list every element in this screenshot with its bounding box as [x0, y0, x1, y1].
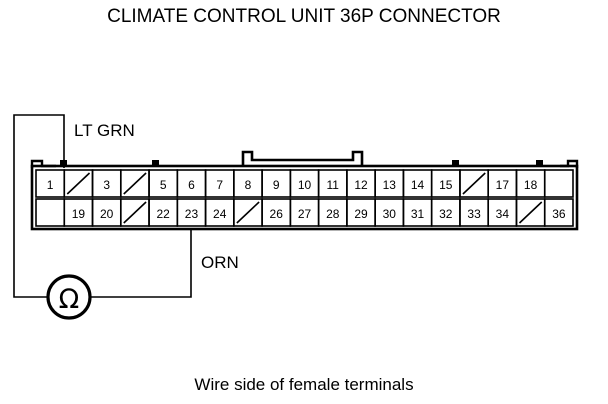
pin-cell-spacer: [543, 169, 574, 198]
pin-number: 26: [270, 207, 284, 221]
wire-lt-grn-path: [13, 114, 65, 298]
tab-small-2: [152, 160, 159, 167]
connector-body-outline: [30, 164, 579, 231]
unused-cavity-slash: [236, 201, 260, 224]
pin-number: 24: [213, 207, 227, 221]
pin-number: 10: [298, 178, 312, 192]
pin-number: 3: [103, 178, 110, 192]
unused-cavity-slash: [123, 172, 147, 195]
pin-number: 31: [411, 207, 425, 221]
tab-small-3: [452, 160, 459, 167]
pin-number: 12: [354, 178, 368, 192]
wire-lt-grn: [13, 114, 65, 298]
unused-cavity-slash: [518, 201, 543, 224]
unused-cavity-slash: [462, 172, 486, 195]
pin-number: 28: [326, 207, 340, 221]
bottom-row: 19 20 22 23 24 26 27 28 29 30 31 32 33 34 36: [35, 198, 574, 227]
pin-number: 34: [496, 207, 510, 221]
pin-number: 33: [467, 207, 481, 221]
pin-number: 32: [439, 207, 453, 221]
ohmmeter-circle: [46, 274, 92, 320]
pin-cell: [543, 198, 574, 227]
pin-number: 13: [383, 178, 397, 192]
pin-number: 11: [327, 178, 340, 192]
unused-cavity-slash: [123, 201, 147, 224]
wire-orn: [90, 228, 192, 298]
pin-number: 1: [47, 178, 54, 192]
pin-cell-spacer: [35, 198, 66, 227]
pin-number: 36: [552, 207, 566, 221]
pin-number: 5: [160, 178, 167, 192]
center-lock-bracket: [241, 150, 364, 166]
pin-number: 8: [245, 178, 252, 192]
pin-number: 30: [383, 207, 397, 221]
pin-number: 17: [496, 178, 510, 192]
unused-cavity-slash: [66, 172, 91, 195]
figure-caption: Wire side of female terminals: [194, 375, 413, 394]
pin-number: 7: [216, 178, 223, 192]
wire-label-lt-grn: LT GRN: [74, 121, 135, 140]
ohmmeter: Ω: [46, 274, 92, 320]
pin-number: 18: [524, 178, 538, 192]
tab-small-1: [60, 160, 67, 167]
pin-number: 22: [157, 207, 171, 221]
pin-number: 27: [298, 207, 312, 221]
pin-number: 14: [411, 178, 425, 192]
pin-number: 9: [273, 178, 280, 192]
omega-icon: Ω: [59, 284, 80, 315]
pin-number: 19: [72, 207, 86, 221]
tab-small-4: [536, 160, 543, 167]
pin-number: 29: [354, 207, 368, 221]
pin-number: 6: [188, 178, 195, 192]
wire-orn-path: [90, 228, 192, 298]
pin-number: 15: [439, 178, 453, 192]
pin-number: 20: [100, 207, 114, 221]
page-title: CLIMATE CONTROL UNIT 36P CONNECTOR: [107, 6, 501, 27]
wire-label-orn: ORN: [201, 253, 239, 272]
pin-number: 23: [185, 207, 199, 221]
